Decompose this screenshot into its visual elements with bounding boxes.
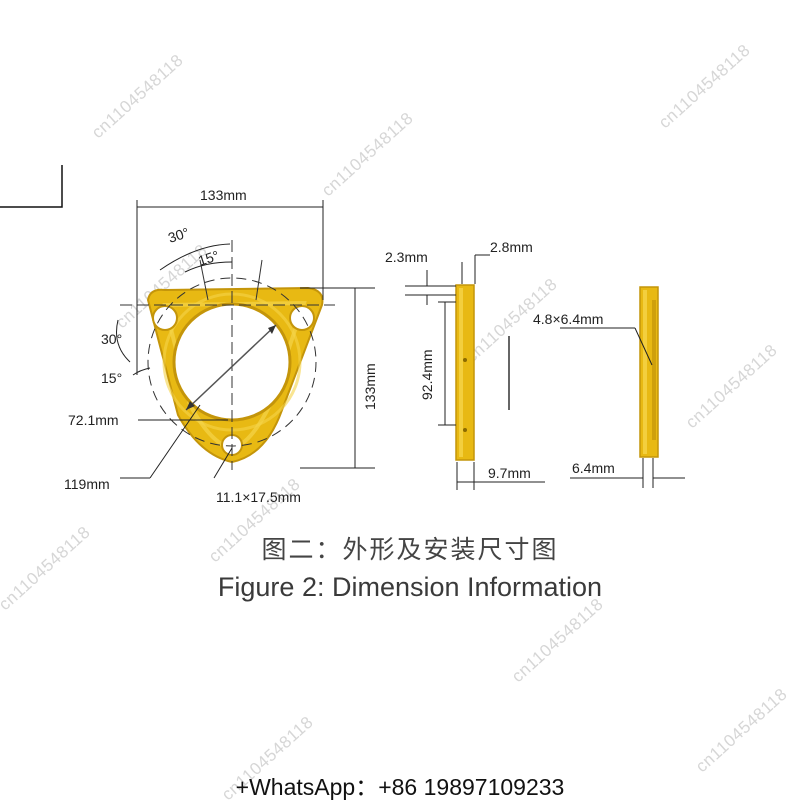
- dim-angle-15-left: 15°: [101, 370, 122, 386]
- side-view-1-dimensions: [405, 254, 545, 490]
- dim-width-9-7: 9.7mm: [488, 465, 531, 481]
- flange-front-view: [120, 240, 335, 470]
- front-dimension-lines: [116, 200, 375, 479]
- side-view-2-dimensions: [560, 327, 685, 488]
- caption-chinese: 图二：外形及安装尺寸图: [261, 535, 559, 564]
- dim-angle-30-top: 30°: [166, 224, 191, 246]
- dim-width-6-4: 6.4mm: [572, 460, 615, 476]
- bolt-hole: [152, 305, 178, 331]
- corner-mark: [0, 165, 63, 208]
- dim-width-133: 133mm: [200, 187, 247, 203]
- dim-hole: 4.8×6.4mm: [533, 311, 603, 327]
- caption-english: Figure 2: Dimension Information: [217, 572, 603, 602]
- dim-inner-72: 72.1mm: [68, 412, 119, 428]
- dim-thick-2-8: 2.8mm: [490, 239, 533, 255]
- side-view-2: [639, 286, 659, 458]
- dim-diameter-119: 119mm: [64, 476, 110, 492]
- side-view-1: [455, 284, 510, 461]
- contact-text: +WhatsApp：+86 19897109233: [235, 774, 565, 800]
- dim-angle-30-left: 30°: [101, 331, 122, 347]
- dim-height-92-4: 92.4mm: [419, 349, 435, 400]
- dim-slot: 11.1×17.5mm: [216, 489, 301, 505]
- dim-thick-2-3: 2.3mm: [385, 249, 428, 265]
- dim-angle-15-top: 15°: [196, 247, 221, 269]
- dim-height-133: 133mm: [362, 363, 378, 410]
- bolt-hole: [289, 305, 315, 331]
